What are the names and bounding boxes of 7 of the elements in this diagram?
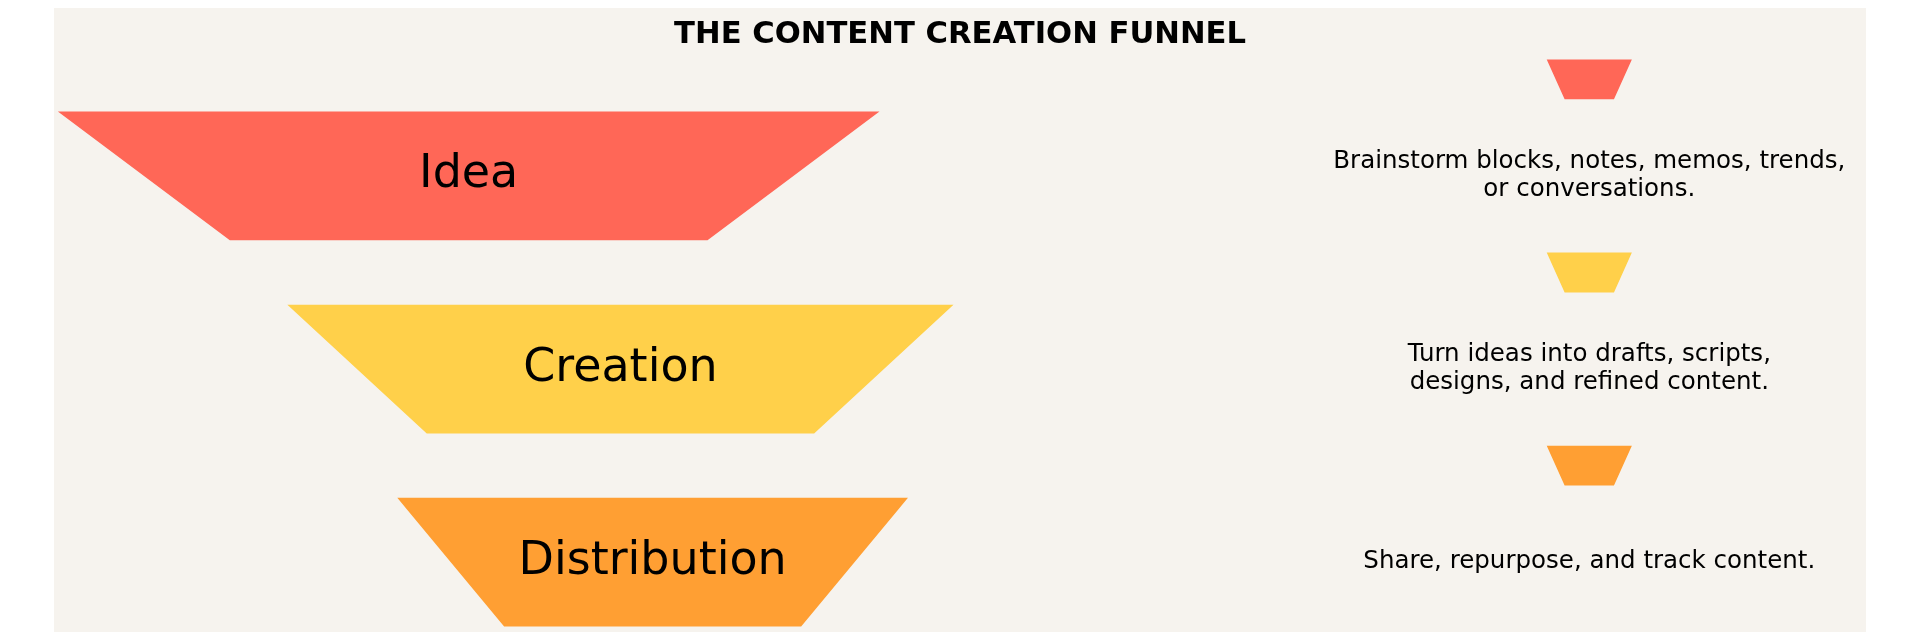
node-label: Turn ideas into drafts, scripts, designs, and refined content. xyxy=(1407,338,1771,395)
diagram-title: THE CONTENT CREATION FUNNEL xyxy=(674,15,1247,51)
node-trapezoid xyxy=(1546,252,1632,293)
node-label: Share, repurpose, and track content. xyxy=(1363,545,1816,575)
node-label: Brainstorm blocks, notes, memos, trends, or conversations. xyxy=(1333,144,1846,202)
node-trapezoid xyxy=(1546,59,1632,100)
node-trapezoid xyxy=(1546,445,1632,486)
